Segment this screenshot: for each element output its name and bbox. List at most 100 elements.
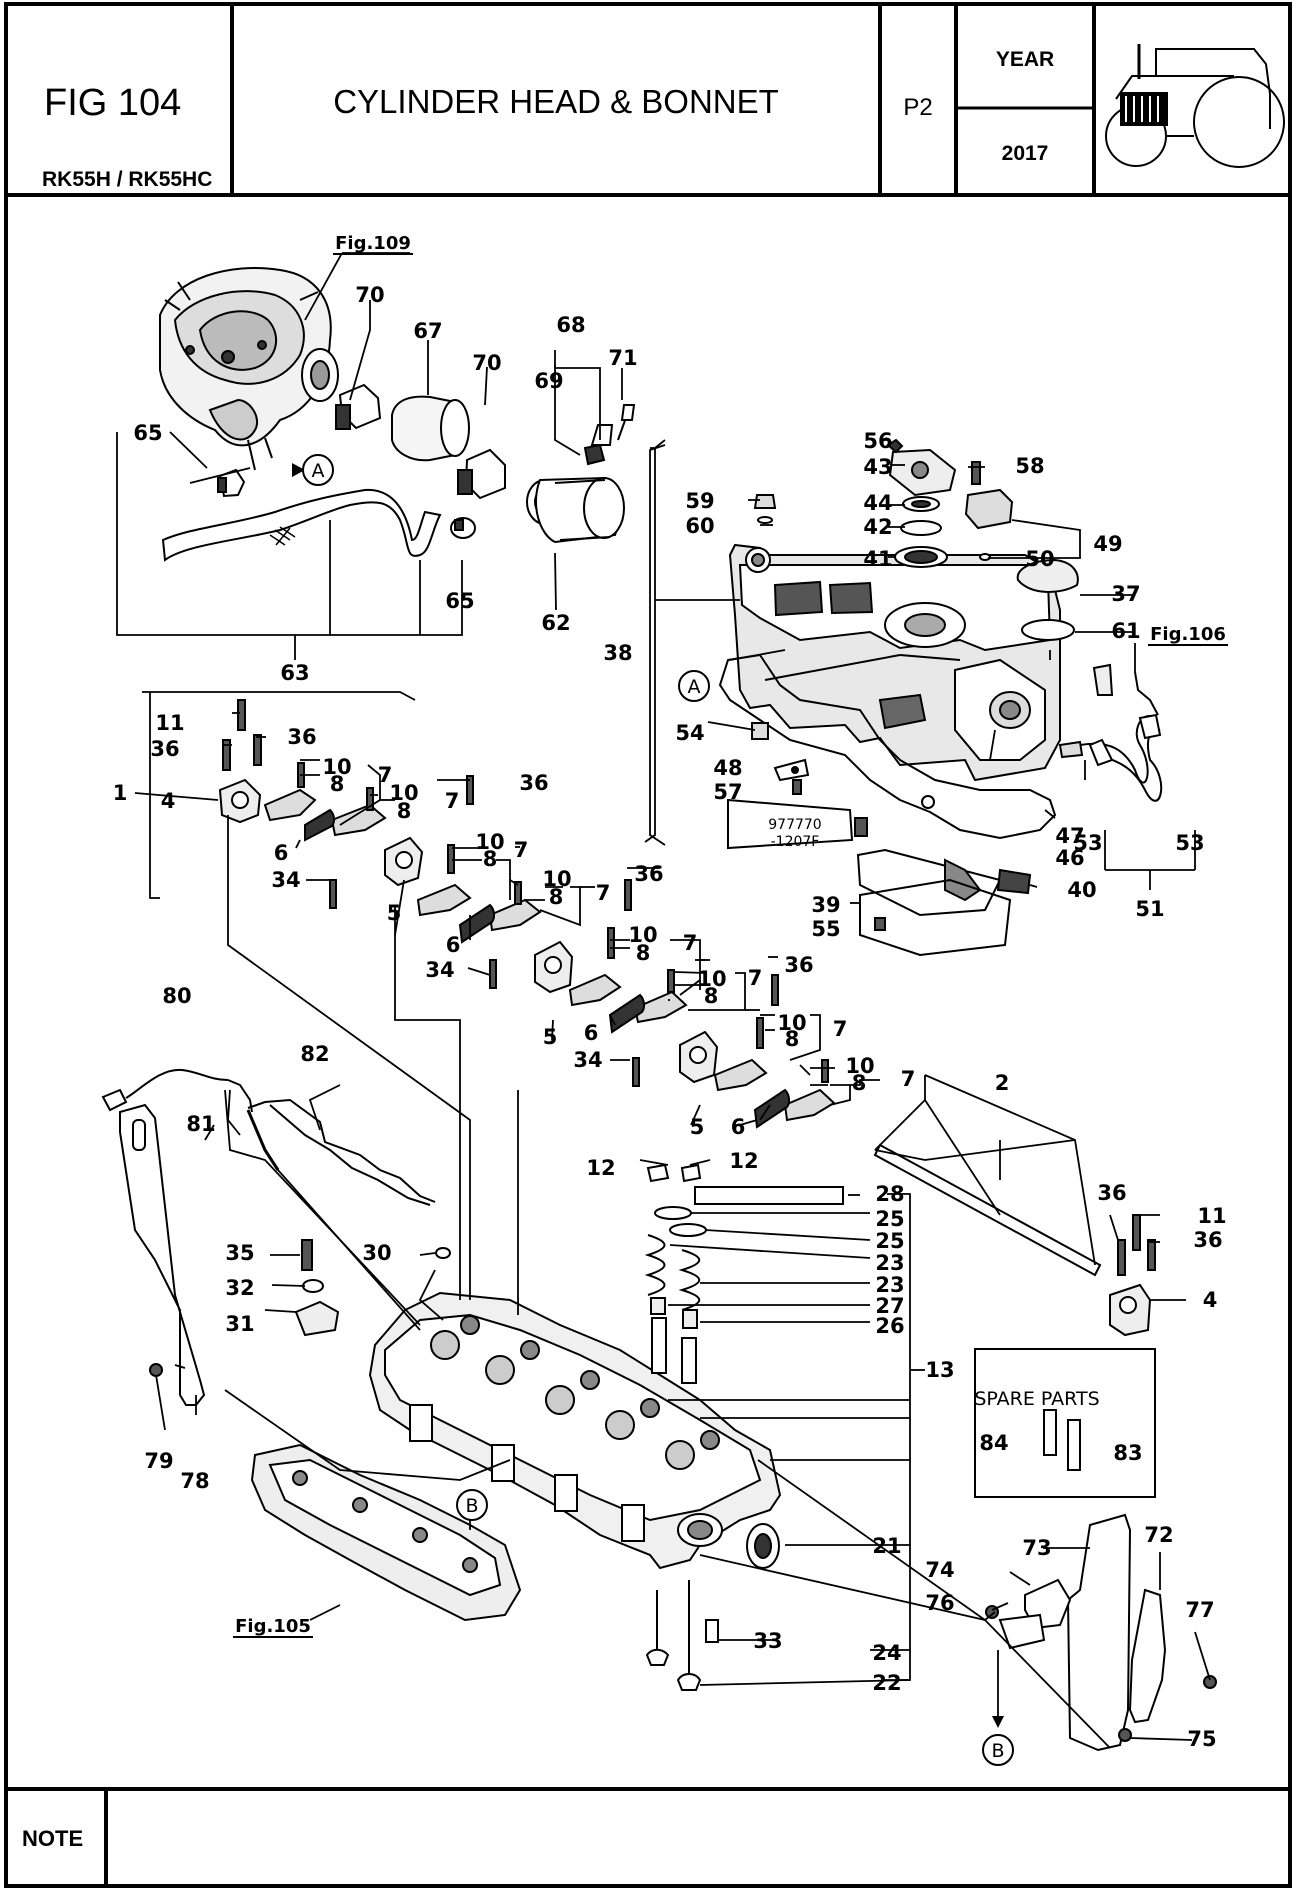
part-number-label: 80 [162,984,191,1008]
part-number-label: 10 [322,755,351,779]
cover-plate-drawing [859,878,1012,957]
rear-bracket-drawing [985,1513,1217,1752]
part-number-label: 62 [541,611,570,635]
part-number-label: 43 [863,455,892,479]
valve-train-drawing [644,1163,844,1691]
rocker-shaft-drawing [873,1143,1102,1277]
part-number-label: 6 [584,1021,599,1045]
part-number-label: 7 [833,1017,848,1041]
lifting-bracket-drawing [119,1103,206,1406]
part-number-label: 7 [683,931,698,955]
part-number-label: 10 [475,830,504,854]
part-number-label: 74 [925,1558,954,1582]
part-number-label: 53 [1175,831,1204,855]
part-number-label: 39 [811,893,840,917]
part-number-label: 58 [1015,454,1044,478]
part-number-label: 53 [1073,831,1102,855]
part-number-label: 32 [225,1276,254,1300]
part-number-label: 73 [1022,1536,1051,1560]
part-number-label: 60 [685,514,714,538]
part-number-label: 69 [534,369,563,393]
part-number-label: 84 [979,1431,1008,1455]
breather-diaphragm-drawing [886,438,957,568]
part-number-label: 27 [875,1294,904,1318]
part-number-label: 47 [1055,824,1084,848]
note-label: NOTE [22,1826,84,1851]
part-number-label: 11 [155,711,184,735]
tractor-engine-highlight-icon [1105,44,1285,168]
part-number-label: 36 [784,953,813,977]
part-number-label: 25 [875,1207,904,1231]
part-number-label: 6 [731,1115,746,1139]
cylinder-head-drawing [368,1291,782,1570]
part-number-label: 6 [446,933,461,957]
part-number-label: 78 [180,1469,209,1493]
part-number-label: 21 [872,1534,901,1558]
part-number-label: 61 [1111,619,1140,643]
part-number-label: 8 [330,772,345,796]
year-label: YEAR [995,48,1055,71]
part-number-label: 8 [483,847,498,871]
part-number-label: 83 [1113,1441,1142,1465]
spare-parts-box [974,1348,1156,1498]
part-number-label: 12 [729,1149,758,1173]
part-number-label: 7 [901,1067,916,1091]
part-number-label: 70 [355,283,384,307]
part-number-label: 42 [863,515,892,539]
figure-reference-label: Fig.105 [235,1616,311,1637]
spare-parts-title: SPARE PARTS [974,1388,1099,1410]
part-number-label: 10 [697,967,726,991]
cover-fittings-drawing [753,461,1079,641]
callout-circle [302,454,334,486]
part-number-label: 82 [300,1042,329,1066]
rocker-arm-drawing [218,699,836,1129]
valve-cover-drawing [728,543,1061,782]
part-number-label: 5 [543,1025,558,1049]
part-number-label: 70 [472,351,501,375]
part-number-label: 36 [1193,1228,1222,1252]
part-number-label: 65 [133,421,162,445]
part-number-label: 59 [685,489,714,513]
part-number-label: 56 [863,429,892,453]
part-number-label: 23 [875,1251,904,1275]
part-number-label: 81 [186,1112,215,1136]
oil-seal-drawing [746,1523,780,1569]
part-number-label: 51 [1135,897,1164,921]
part-number-label: 40 [1067,878,1096,902]
part-number-label: 79 [144,1449,173,1473]
callout-letter: B [991,1740,1004,1762]
part-number-label: 10 [845,1054,874,1078]
part-number-label: 10 [777,1011,806,1035]
part-number-label: 26 [875,1314,904,1338]
part-number-label: 11 [1197,1204,1226,1228]
part-number-label: 68 [556,313,585,337]
spare-parts-drawing [1043,1409,1081,1471]
part-number-label: 8 [549,885,564,909]
part-number-label: 7 [378,763,393,787]
page-title: CYLINDER HEAD & BONNET [333,83,779,120]
part-number-label: 31 [225,1312,254,1336]
part-number-label: 65 [445,589,474,613]
part-number-label: 8 [852,1071,867,1095]
part-number-label: 7 [514,838,529,862]
breather-hose-51-drawing [1058,663,1163,802]
part-number-label: 1 [113,781,128,805]
arrowheads [292,463,1004,1728]
part-number-label: 57 [713,780,742,804]
part-number-label: 8 [397,799,412,823]
part-number-label: 76 [925,1591,954,1615]
bracket-slot [132,1119,146,1151]
part-number-label: 41 [863,547,892,571]
part-number-label: 50 [1025,547,1054,571]
year-value: 2017 [1001,142,1049,165]
part-number-label: 35 [225,1241,254,1265]
part-number-label: 7 [596,881,611,905]
part-number-label: 10 [628,923,657,947]
part-number-label: 36 [287,725,316,749]
callout-circle [678,670,710,702]
part-number-label: 72 [1144,1523,1173,1547]
part-number-label: 48 [713,756,742,780]
